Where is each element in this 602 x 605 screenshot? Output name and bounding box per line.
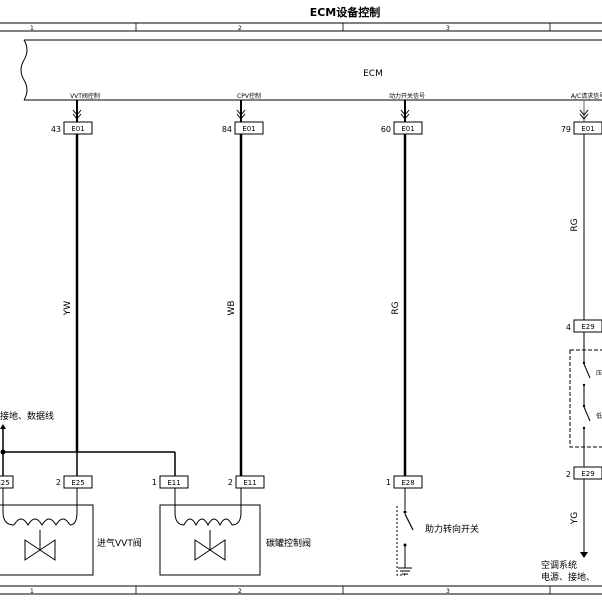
switch-label-low: 低	[596, 412, 602, 420]
connector-id: E01	[401, 125, 414, 133]
connector-id: E29	[581, 323, 594, 331]
wire-color-ac-lower: YG	[570, 512, 580, 525]
ecm-signal-vvt: VVT阀控制	[70, 92, 100, 100]
ecm-pin-ac: 79 E01	[561, 100, 602, 135]
connector-id: E01	[71, 125, 84, 133]
ground-data-branch: 接地、数据线	[0, 410, 176, 476]
pin-number: 84	[222, 125, 232, 134]
connector-id: E11	[167, 479, 180, 487]
ground-note: 接地、数据线	[0, 410, 54, 422]
wire-color-vvt: YW	[63, 301, 73, 316]
connector-id: E28	[401, 479, 414, 487]
connector-id: E25	[0, 479, 10, 487]
bottom-zone-ruler: 1 2 3	[0, 585, 602, 595]
top-zone-2: 2	[238, 25, 242, 32]
pin-number: 60	[381, 125, 391, 134]
ac-pressure-unit: 4 E29 压 低 2 E29 YG 空调系统 电源、接地、	[541, 319, 602, 583]
ecm-pin-ps: 60 E01	[381, 100, 423, 135]
diagram-title: ECM设备控制	[310, 5, 381, 19]
pin-number: 2	[228, 478, 233, 487]
ecm-signal-ps: 动力开关信号	[389, 92, 425, 100]
wire-color-ps: RG	[391, 301, 401, 314]
connector-id: E29	[581, 470, 594, 478]
connector-id: E11	[243, 479, 256, 487]
component-name: 碳罐控制阀	[266, 537, 311, 549]
top-zone-3: 3	[446, 25, 450, 32]
pin-number: 2	[56, 478, 61, 487]
bottom-zone-3: 3	[446, 588, 450, 595]
top-zone-ruler: 1 2 3	[0, 22, 602, 32]
power-steering-switch: 1 E28 助力转向开关	[386, 475, 479, 576]
pin-number: 79	[561, 125, 571, 134]
connector-id: E01	[581, 125, 594, 133]
ecm-signal-cpv: CPV控制	[237, 92, 261, 100]
bottom-zone-1: 1	[30, 588, 34, 595]
wire-color-cpv: WB	[227, 300, 237, 315]
connector-id: E01	[242, 125, 255, 133]
connector-id: E25	[71, 479, 84, 487]
ac-system-note-line1: 空调系统	[541, 559, 577, 571]
pin-number: 2	[566, 470, 571, 479]
top-zone-1: 1	[30, 25, 34, 32]
wire-color-ac-upper: RG	[570, 218, 580, 231]
pin-number: 4	[566, 323, 571, 332]
ecm-module: ECM VVT阀控制 CPV控制 动力开关信号 A/C请求信号	[20, 39, 602, 101]
ecm-signal-ac: A/C请求信号	[571, 92, 602, 100]
ecm-label: ECM	[363, 69, 383, 79]
ecm-pin-cpv: 84 E01	[222, 100, 264, 135]
component-name: 进气VVT阀	[97, 537, 142, 549]
pin-number: 1	[386, 478, 391, 487]
pin-number: 43	[51, 125, 61, 134]
pin-number: 1	[152, 478, 157, 487]
vvt-valve: 2 E25 E25 进气VVT阀	[0, 475, 142, 576]
ac-system-note-line2: 电源、接地、	[541, 571, 595, 583]
ecm-pin-vvt: 43 E01	[51, 100, 93, 135]
switch-label-high: 压	[596, 370, 602, 377]
component-name: 助力转向开关	[425, 523, 479, 535]
canister-valve: 1 E11 2 E11 碳罐控制阀	[152, 475, 311, 576]
bottom-zone-2: 2	[238, 588, 242, 595]
